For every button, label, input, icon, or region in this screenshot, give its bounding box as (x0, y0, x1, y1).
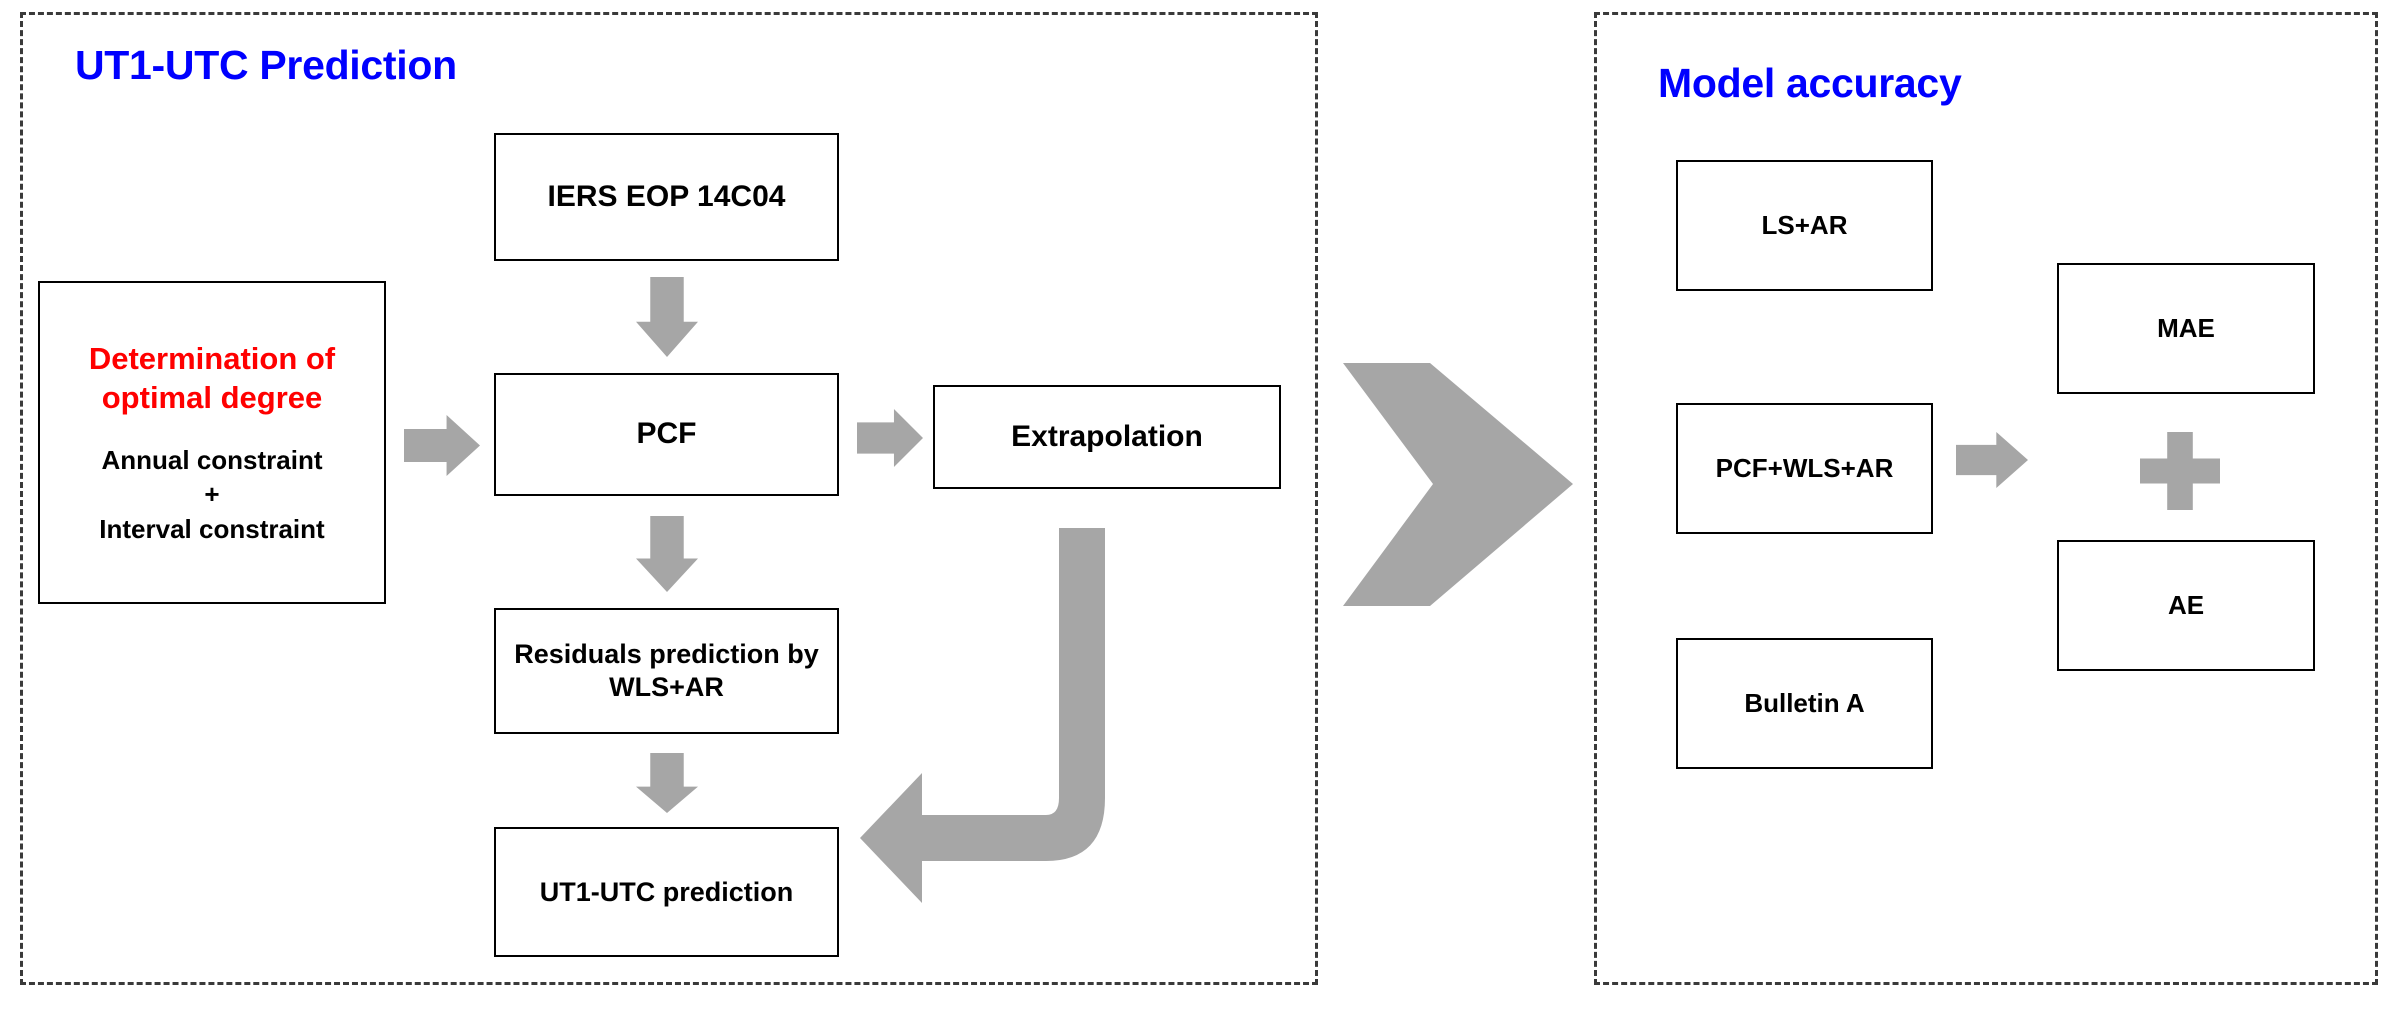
node-determination-line-2: + (204, 479, 220, 510)
node-ls-ar: LS+AR (1676, 160, 1933, 291)
node-residuals-prediction-by-wls-ar: Residuals prediction by WLS+AR (494, 608, 839, 734)
panel-title-ut1-utc-prediction: UT1-UTC Prediction (75, 42, 457, 88)
node-ae: AE (2057, 540, 2315, 671)
node-pcf-wls-ar: PCF+WLS+AR (1676, 403, 1933, 534)
curved-return-arrow-icon-extrapolation-to-ut1-prediction (860, 528, 1125, 938)
node-extrapolation: Extrapolation (933, 385, 1281, 489)
chevron-right-icon-left-to-right-panel (1343, 363, 1573, 606)
node-pcf: PCF (494, 373, 839, 496)
panel-ut1-utc-prediction (20, 12, 1318, 985)
node-determination-line-3: Interval constraint (99, 513, 325, 544)
panel-model-accuracy (1594, 12, 2378, 985)
node-ut1-utc-prediction: UT1-UTC prediction (494, 827, 839, 957)
node-iers-eop-14c04: IERS EOP 14C04 (494, 133, 839, 261)
node-mae: MAE (2057, 263, 2315, 394)
node-bulletin-a: Bulletin A (1676, 638, 1933, 769)
node-determination-of-optimal-degree: Determination of optimal degree Annual c… (38, 281, 386, 604)
node-determination-headline: Determination of optimal degree (88, 340, 336, 416)
panel-title-model-accuracy: Model accuracy (1658, 60, 1962, 106)
node-determination-line-1: Annual constraint (101, 445, 323, 476)
